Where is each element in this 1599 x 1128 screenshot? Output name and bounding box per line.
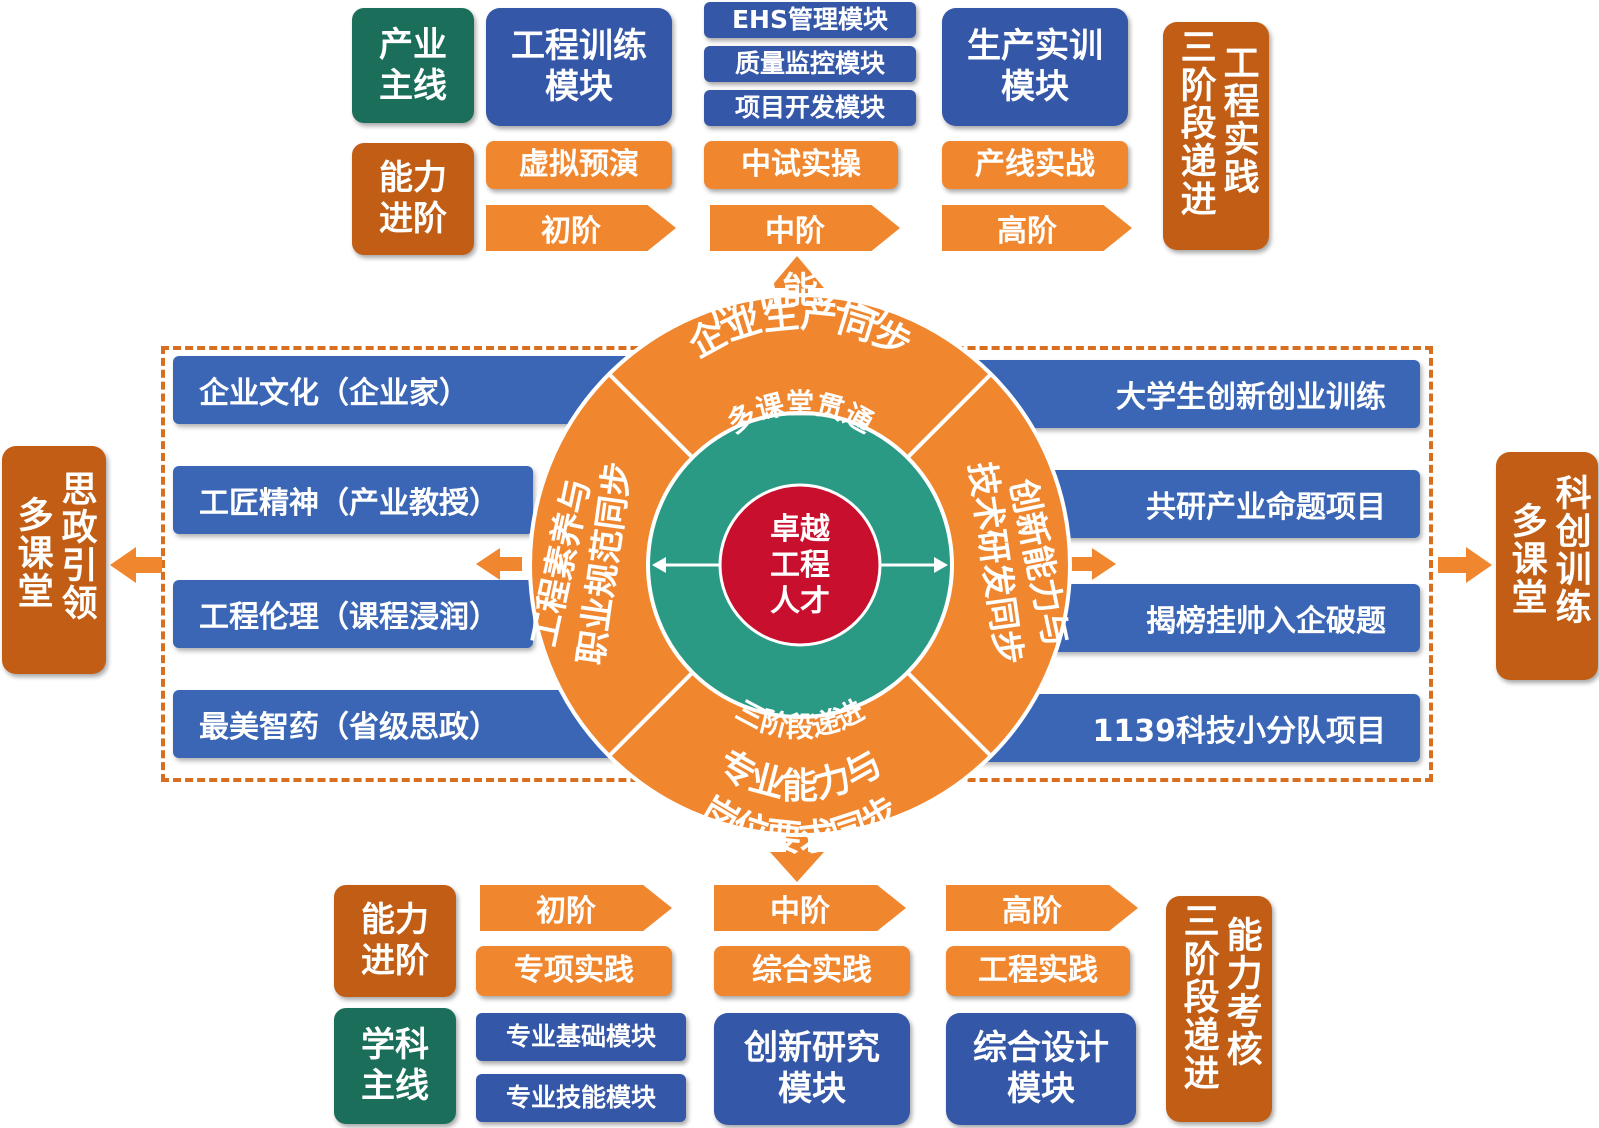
top-module-mid-2: 质量监控模块 <box>704 46 916 82</box>
top-stage-3: 高阶 <box>942 205 1132 251</box>
bottom-ability-progress: 能力 进阶 <box>334 885 456 997</box>
inner-double-arrow <box>652 557 948 573</box>
left-side-box <box>2 446 106 674</box>
right-item-2: 共研产业命题项目 <box>1050 470 1420 538</box>
top-module-mid-1: EHS管理模块 <box>704 2 916 38</box>
bottom-side-col1: 能力考核 <box>1220 916 1262 1068</box>
top-side-box <box>1163 22 1269 250</box>
right-item-1: 大学生创新创业训练 <box>955 360 1420 428</box>
top-practice-3: 产线实战 <box>942 141 1128 189</box>
arrow-right-inner <box>1070 548 1116 580</box>
bottom-side-col2: 三阶段递进 <box>1177 902 1219 1092</box>
right-side-col2: 多课堂 <box>1505 502 1547 616</box>
bottom-practice-1: 专项实践 <box>476 946 672 996</box>
center-text: 卓越工程人才 <box>770 512 831 619</box>
top-side-col1: 工程实践 <box>1217 44 1259 196</box>
center-text-line: 人才 <box>770 584 830 619</box>
right-side-box <box>1496 452 1598 680</box>
bottom-stage-1: 初阶 <box>480 885 672 931</box>
top-practice-1: 虚拟预演 <box>486 141 672 189</box>
center-text-line: 卓越 <box>770 512 831 547</box>
center-text-line: 工程 <box>770 548 830 583</box>
arrow-left-inner <box>476 548 522 580</box>
bottom-module-left-1: 专业基础模块 <box>476 1013 686 1061</box>
right-item-3: 揭榜挂帅入企破题 <box>1050 584 1420 652</box>
bottom-module-left-2: 专业技能模块 <box>476 1074 686 1122</box>
top-stage-1: 初阶 <box>486 205 676 251</box>
top-module-right: 生产实训 模块 <box>942 8 1128 126</box>
top-module-left: 工程训练 模块 <box>486 8 672 126</box>
bottom-stage-2: 中阶 <box>714 885 906 931</box>
left-item-1: 企业文化（企业家） <box>173 356 633 424</box>
bottom-side-box <box>1166 896 1272 1122</box>
top-industry-mainline: 产业 主线 <box>352 8 474 123</box>
bottom-practice-3: 工程实践 <box>946 946 1130 996</box>
right-side-col1: 科创训练 <box>1549 474 1591 626</box>
bottom-discipline-mainline: 学科 主线 <box>334 1008 456 1124</box>
left-item-3: 工程伦理（课程浸润） <box>173 580 533 648</box>
top-practice-2: 中试实操 <box>704 141 898 189</box>
top-side-col2: 三阶段递进 <box>1174 28 1216 218</box>
left-item-4: 最美智药（省级思政） <box>173 690 633 758</box>
top-stage-2: 中阶 <box>710 205 900 251</box>
arrow-right-outer <box>1438 547 1492 583</box>
arrow-left-outer <box>110 547 162 583</box>
bottom-module-right: 综合设计 模块 <box>946 1013 1136 1125</box>
left-side-col1: 思政引领 <box>55 470 97 622</box>
bottom-stage-3: 高阶 <box>946 885 1138 931</box>
bottom-practice-2: 综合实践 <box>714 946 910 996</box>
top-module-mid-3: 项目开发模块 <box>704 90 916 126</box>
left-item-2: 工匠精神（产业教授） <box>173 466 533 534</box>
left-side-col2: 多课堂 <box>11 496 53 610</box>
bottom-module-mid: 创新研究 模块 <box>714 1013 910 1125</box>
top-ability-progress: 能力 进阶 <box>352 143 474 255</box>
